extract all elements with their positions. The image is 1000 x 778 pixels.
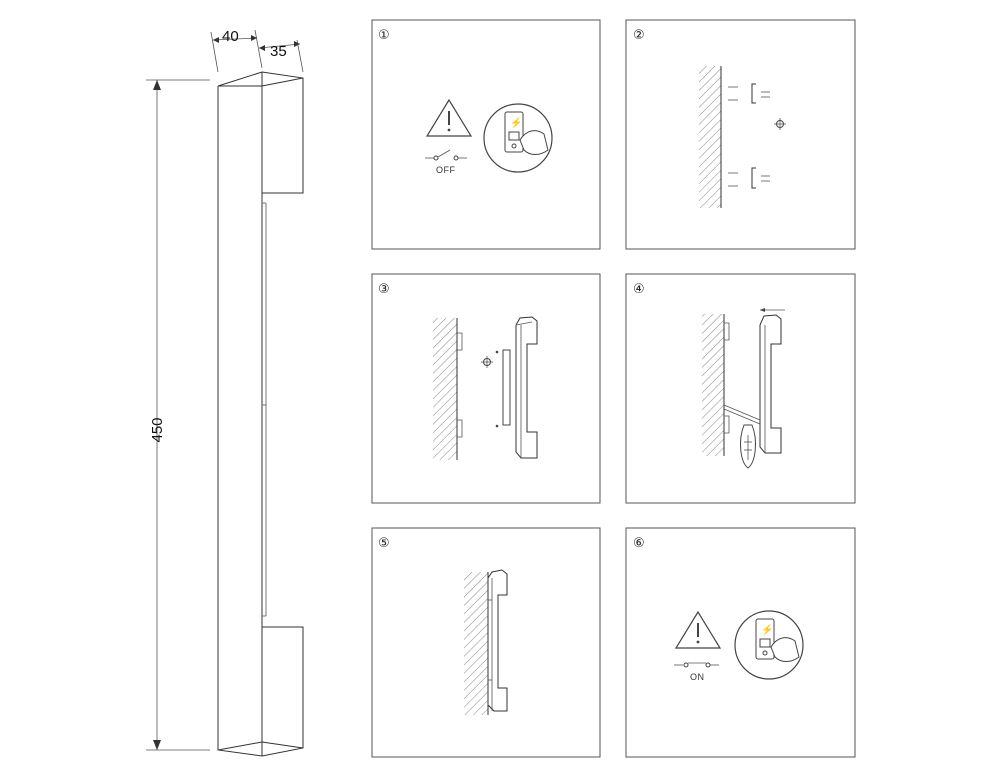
switch-on-icon	[674, 662, 719, 668]
wall	[699, 66, 722, 208]
step-number-4: ④	[633, 282, 645, 297]
depth-b-label: 35	[270, 43, 287, 60]
hand-screwdriver-icon	[740, 424, 756, 469]
bracket-bottom	[728, 167, 770, 189]
switch-off-icon	[425, 149, 467, 161]
screwdriver-icon	[774, 118, 786, 130]
height-label: 450	[149, 417, 166, 442]
step-panel-6: ⑥ ON ⚡	[625, 527, 856, 758]
wall	[702, 314, 725, 456]
fixture	[515, 316, 538, 459]
svg-text:⚡: ⚡	[510, 116, 522, 129]
step-number-6: ⑥	[633, 536, 645, 551]
warning-icon	[674, 610, 722, 649]
fixture	[759, 314, 782, 454]
svg-text:⚡: ⚡	[761, 623, 773, 636]
step-number-1: ①	[378, 28, 390, 43]
fixture-elevation	[217, 71, 304, 757]
depth-a-label: 40	[222, 28, 239, 45]
step-number-2: ②	[633, 28, 645, 43]
dimension-depth-b: 35	[258, 39, 304, 73]
dimension-height: 450	[146, 79, 210, 751]
step-number-3: ③	[378, 282, 390, 297]
state-label-on: ON	[690, 672, 705, 682]
fixture	[487, 569, 508, 712]
wall	[464, 572, 489, 715]
warning-icon	[425, 98, 473, 137]
hand-switch-icon: ⚡	[734, 610, 804, 680]
screwdriver-icon	[481, 356, 493, 368]
step-panel-2: ②	[625, 19, 856, 250]
state-label-off: OFF	[436, 165, 456, 175]
step-panel-3: ③	[371, 273, 601, 504]
dimension-depth-a: 40	[210, 28, 263, 73]
hand-switch-icon: ⚡	[483, 103, 553, 173]
step-number-5: ⑤	[378, 536, 390, 551]
step-panel-5: ⑤	[371, 527, 601, 758]
mounting-plate	[495, 349, 511, 428]
step-panel-4: ④	[625, 273, 856, 504]
wall	[433, 318, 458, 460]
bracket-top	[728, 83, 770, 104]
step-panel-1: ① OFF ⚡	[371, 19, 601, 250]
